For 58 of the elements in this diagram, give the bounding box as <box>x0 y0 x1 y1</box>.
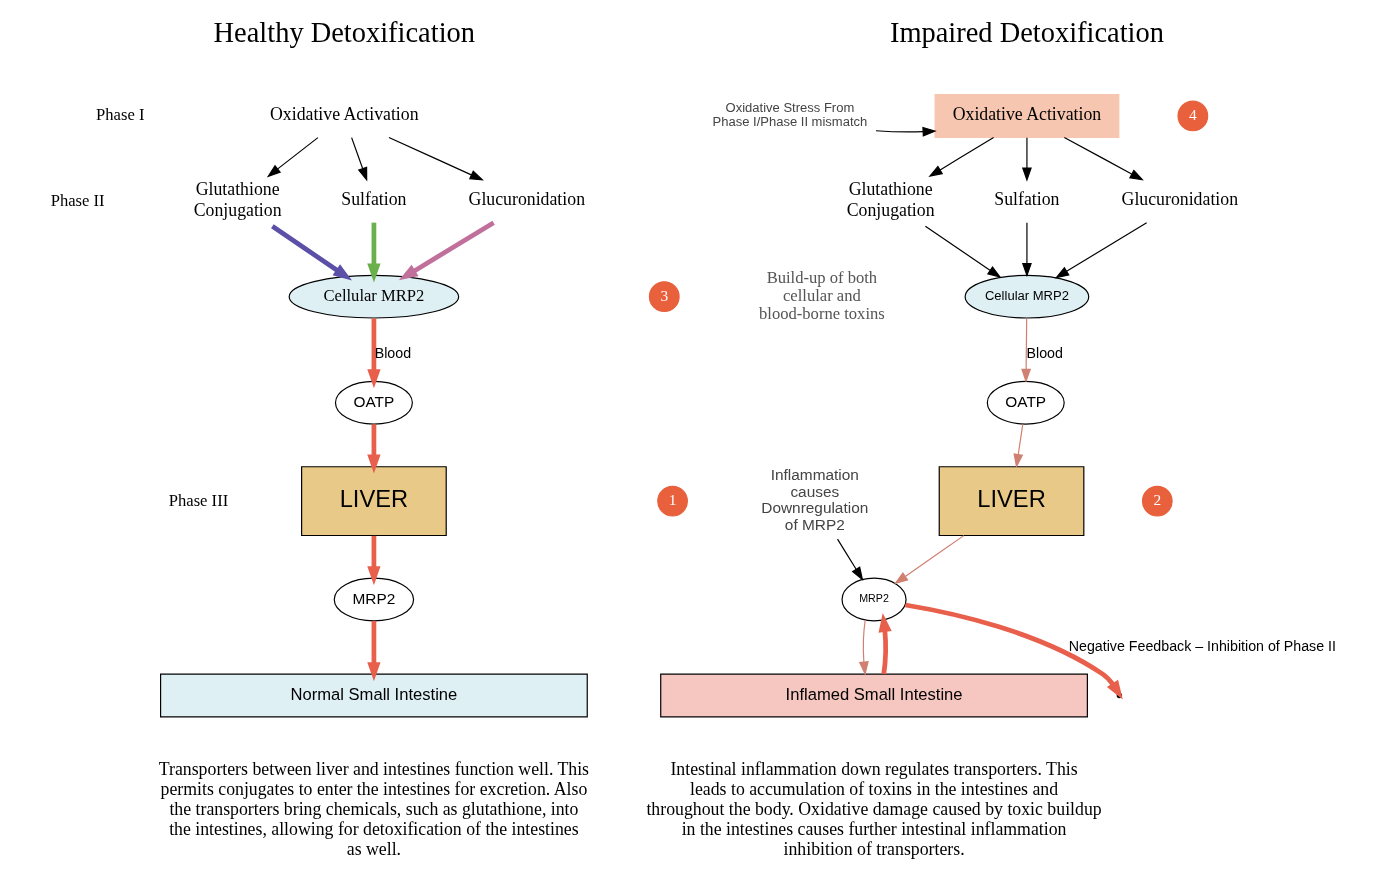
node-box: LIVER <box>301 466 447 537</box>
label: Phase I <box>96 105 145 125</box>
arrow <box>1021 317 1032 383</box>
arrow <box>398 220 495 281</box>
label: Transporters between liver and intestines function well. This permits conjugates to enter the intestines for excretion. Also the transporters bring chemicals, such as glutathione, into the intestines, allowing for detoxification of the intestines as well. <box>158 758 590 860</box>
node-text: Oxidative Stress From Phase I/Phase II mismatch <box>712 100 868 130</box>
node-box: Inflamed Small Intestine <box>660 673 1088 718</box>
arrow <box>367 222 381 283</box>
label: Phase III <box>168 490 229 510</box>
node-box: Oxidative Activation <box>934 94 1120 138</box>
arrow <box>367 318 381 389</box>
node-text: Glucuronidation <box>468 189 586 210</box>
node-text: Glutathione Conjugation <box>193 179 282 220</box>
node-circle: 2 <box>1141 485 1173 517</box>
node-ellipse: OATP <box>986 380 1065 425</box>
node-text: Inflammation causes Downregulation of MRP2 <box>761 466 869 534</box>
edge-label: Blood <box>374 345 412 362</box>
node-circle: 4 <box>1177 100 1209 132</box>
label: Impaired Detoxification <box>889 16 1164 48</box>
arrow <box>894 535 965 585</box>
arrow <box>858 619 869 676</box>
edge-label: Negative Feedback – Inhibition of Phase II <box>1068 638 1336 655</box>
edge-label: Blood <box>1026 345 1063 362</box>
arrow <box>875 126 937 137</box>
node-text: Oxidative Activation <box>270 104 419 125</box>
arrow <box>367 535 381 586</box>
node-ellipse: Cellular MRP2 <box>964 274 1090 319</box>
arrow <box>367 424 381 474</box>
node-ellipse: MRP2 <box>841 577 907 622</box>
node-ellipse: Cellular MRP2 <box>288 274 460 319</box>
arrow <box>388 136 484 181</box>
node-text: Glutathione Conjugation <box>846 179 935 220</box>
arrow <box>367 621 381 682</box>
node-circle: 1 <box>657 485 688 517</box>
arrow <box>924 225 1002 279</box>
node-box: LIVER <box>938 466 1085 537</box>
arrow <box>1013 423 1024 469</box>
arrow <box>836 538 864 581</box>
arrow <box>266 137 319 178</box>
node-circle: 3 <box>648 281 680 313</box>
node-text: Glucuronidation <box>1121 189 1239 210</box>
arrow <box>878 612 892 675</box>
label: Intestinal inflammation down regulates transporters. This leads to accumulation of toxins in the intestines and throughout the body. Oxidative damage caused by toxic buildup in the intestines causes further intestinal inflammation inhibition of transporters. <box>646 758 1102 860</box>
arrow <box>271 224 352 281</box>
label: Build-up of both cellular and blood-borne toxins <box>759 268 885 323</box>
node-ellipse: MRP2 <box>333 577 415 622</box>
node-ellipse: OATP <box>334 380 413 425</box>
arrow <box>1021 137 1032 182</box>
node-text: Sulfation <box>994 189 1060 210</box>
node-text: Sulfation <box>341 189 407 210</box>
arrow <box>1063 136 1144 181</box>
label: Phase II <box>50 190 105 210</box>
arrow <box>351 137 368 182</box>
arrow <box>1054 222 1148 279</box>
label: Healthy Detoxification <box>213 16 475 48</box>
arrow <box>928 136 995 178</box>
arrow <box>1021 222 1032 278</box>
node-box: Normal Small Intestine <box>160 673 588 718</box>
